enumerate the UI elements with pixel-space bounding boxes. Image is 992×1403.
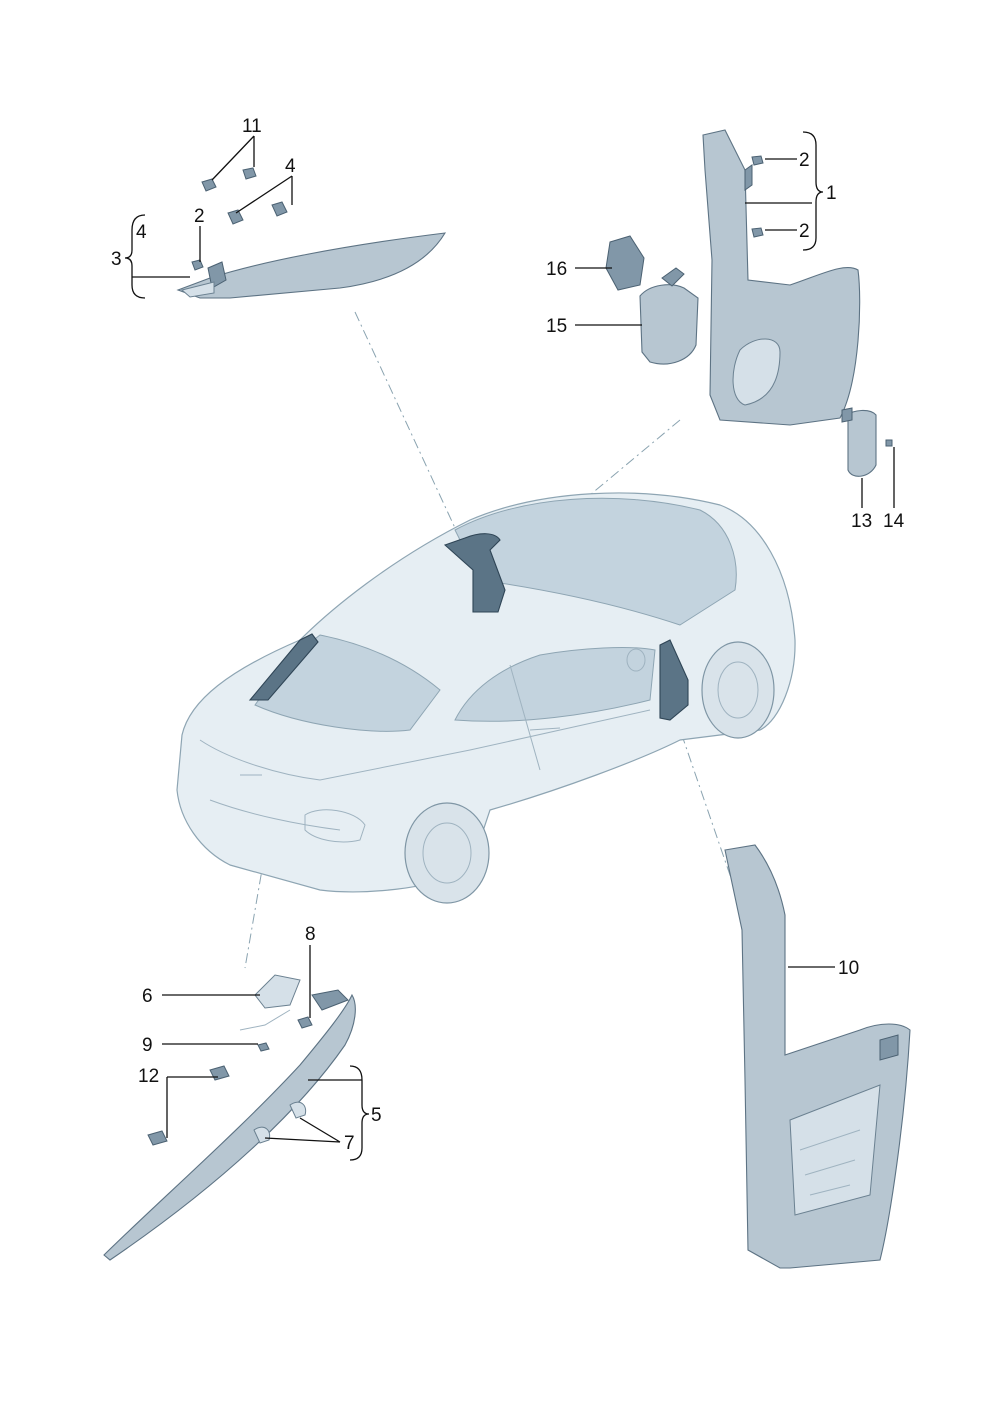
clips-b-pillar bbox=[751, 155, 764, 238]
callout-4-top: 4 bbox=[285, 156, 296, 177]
callout-14: 14 bbox=[883, 511, 905, 532]
part-sill-trim-5 bbox=[103, 989, 356, 1261]
callout-16: 16 bbox=[546, 259, 567, 280]
callout-8: 8 bbox=[305, 924, 316, 945]
leader-lines bbox=[124, 131, 895, 1161]
callout-12: 12 bbox=[138, 1066, 159, 1087]
callout-10: 10 bbox=[838, 958, 859, 979]
callout-2-right-top: 2 bbox=[799, 150, 810, 171]
part-b-pillar-trim-10 bbox=[724, 844, 911, 1269]
callout-13: 13 bbox=[851, 511, 872, 532]
car-illustration bbox=[176, 492, 796, 904]
callout-labels: 11 4 2 3 4 2 1 2 16 15 13 14 8 6 9 12 5 … bbox=[111, 116, 905, 1154]
screw-14 bbox=[885, 439, 893, 447]
callout-7: 7 bbox=[344, 1133, 355, 1154]
part-bracket-6 bbox=[239, 974, 301, 1031]
part-bracket-16 bbox=[605, 235, 645, 291]
callout-9: 9 bbox=[142, 1035, 153, 1056]
callout-11: 11 bbox=[242, 116, 262, 137]
callout-5: 5 bbox=[371, 1105, 382, 1126]
callout-3: 3 bbox=[111, 249, 122, 270]
part-cover-13 bbox=[841, 407, 877, 477]
part-b-pillar-trim bbox=[702, 129, 861, 426]
callout-2-top-left: 2 bbox=[194, 206, 205, 227]
clips-top-left bbox=[191, 167, 288, 271]
callout-1: 1 bbox=[826, 183, 837, 204]
part-cover-15 bbox=[639, 267, 699, 365]
callout-6: 6 bbox=[142, 986, 153, 1007]
part-rear-pillar-trim bbox=[176, 232, 447, 299]
callout-4-left: 4 bbox=[136, 222, 147, 243]
callout-2-right-bottom: 2 bbox=[799, 221, 810, 242]
callout-15: 15 bbox=[546, 316, 567, 337]
